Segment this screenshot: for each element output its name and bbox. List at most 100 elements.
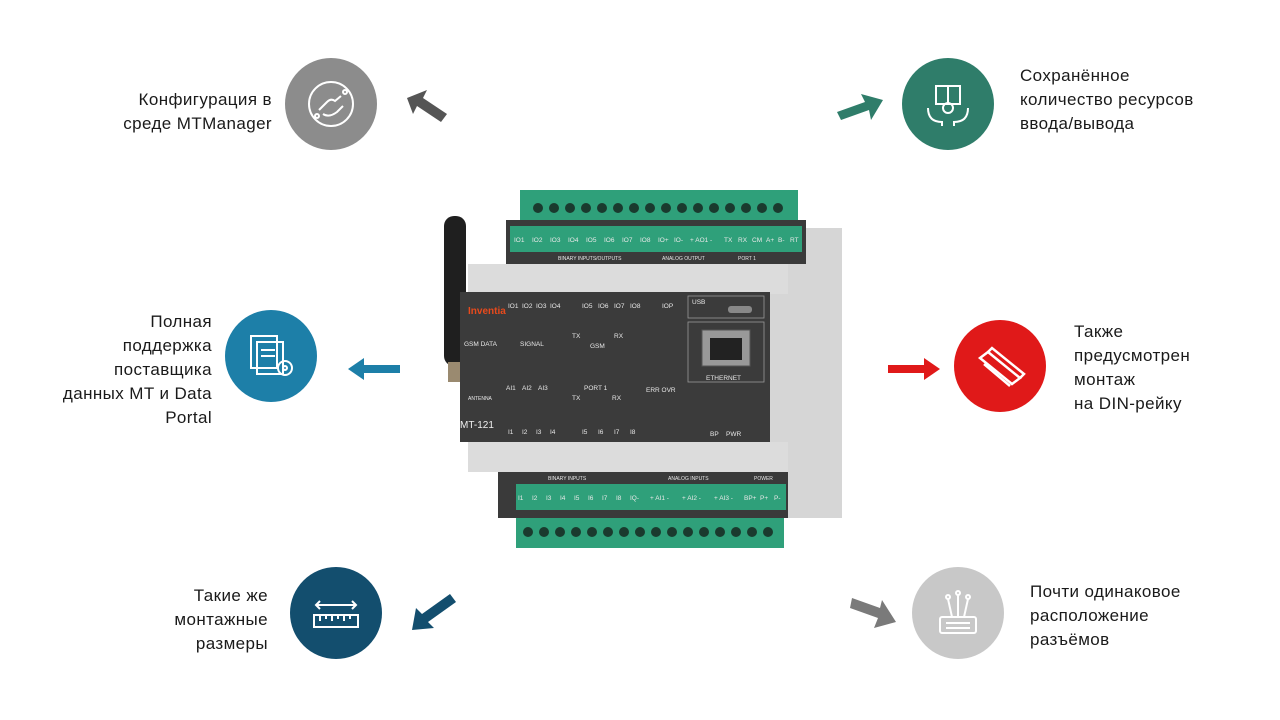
svg-text:I8: I8: [630, 429, 636, 436]
ruler-icon: [290, 567, 382, 659]
arrow-support: [348, 358, 400, 380]
device-cover-top: [468, 264, 788, 294]
arrow-din: [888, 358, 940, 380]
bottom-terminal-labels: [516, 484, 786, 510]
svg-text:I2: I2: [532, 495, 538, 502]
svg-text:I5: I5: [582, 429, 588, 436]
brand-logo: Inventia: [468, 306, 506, 317]
device-model: MT-121: [460, 420, 494, 431]
hand-gear-icon: [285, 58, 377, 150]
svg-text:+ AI3 -: + AI3 -: [714, 495, 733, 502]
top-label-row: IO1: [514, 237, 525, 244]
svg-text:I6: I6: [588, 495, 594, 502]
feature-config-label: Конфигурация в среде MTManager: [123, 90, 272, 133]
svg-text:RX: RX: [612, 395, 622, 402]
svg-text:I4: I4: [560, 495, 566, 502]
device-front-panel: [460, 292, 770, 442]
arrow-io: [837, 94, 883, 120]
usb-port-frame: [687, 295, 765, 319]
svg-text:I5: I5: [574, 495, 580, 502]
svg-text:I1: I1: [518, 495, 524, 502]
feature-size-label: Такие же монтажные размеры: [174, 586, 268, 653]
svg-text:ANTENNA: ANTENNA: [468, 396, 493, 402]
svg-text:BP: BP: [710, 431, 719, 438]
svg-text:IO3: IO3: [550, 237, 561, 244]
svg-text:I3: I3: [536, 429, 542, 436]
svg-text:I7: I7: [602, 495, 608, 502]
svg-text:ERR OVR: ERR OVR: [646, 387, 676, 394]
svg-text:IO8: IO8: [630, 303, 641, 310]
svg-text:I3: I3: [546, 495, 552, 502]
svg-text:I8: I8: [616, 495, 622, 502]
svg-text:IO-: IO-: [674, 237, 683, 244]
arrow-size: [412, 594, 456, 630]
svg-text:IOP: IOP: [662, 303, 673, 310]
svg-text:SIGNAL: SIGNAL: [520, 341, 544, 348]
svg-text:I4: I4: [550, 429, 556, 436]
feature-din-label: Также предусмотрен монтаж на DIN-рейку: [1074, 322, 1191, 413]
svg-text:IQ-: IQ-: [630, 495, 639, 502]
feature-support-label: Полная поддержка поставщика данных MT и …: [62, 312, 212, 427]
svg-text:IO+: IO+: [658, 237, 669, 244]
din-rail-icon: [954, 320, 1046, 412]
svg-text:BINARY INPUTS/OUTPUTS: BINARY INPUTS/OUTPUTS: [558, 256, 622, 262]
svg-text:P-: P-: [774, 495, 781, 502]
svg-text:A+: A+: [766, 237, 774, 244]
svg-text:B-: B-: [778, 237, 785, 244]
documents-gear-icon: [225, 310, 317, 402]
svg-text:ETHERNET: ETHERNET: [706, 375, 741, 382]
svg-text:IO8: IO8: [640, 237, 651, 244]
svg-text:AI2: AI2: [522, 385, 532, 392]
svg-text:IO7: IO7: [614, 303, 625, 310]
feature-io-label: Сохранённое количество ресурсов ввода/вы…: [1020, 66, 1194, 133]
svg-text:IO7: IO7: [622, 237, 633, 244]
svg-text:BINARY INPUTS: BINARY INPUTS: [548, 476, 587, 482]
top-terminal-block: [520, 190, 798, 220]
usb-port: [728, 306, 752, 313]
svg-text:IO4: IO4: [568, 237, 579, 244]
svg-text:I1: I1: [508, 429, 514, 436]
svg-text:CM: CM: [752, 237, 762, 244]
svg-text:PWR: PWR: [726, 431, 741, 438]
svg-text:GSM: GSM: [590, 343, 605, 350]
svg-text:IO4: IO4: [550, 303, 561, 310]
keyboard-circuit-icon: [912, 567, 1004, 659]
svg-text:IO2: IO2: [522, 303, 533, 310]
top-terminal-labels: [510, 226, 802, 252]
svg-text:USB: USB: [692, 299, 705, 306]
svg-text:TX: TX: [724, 237, 733, 244]
svg-text:+ AI2 -: + AI2 -: [682, 495, 701, 502]
device-cover-bottom: [468, 442, 788, 472]
svg-text:RT: RT: [790, 237, 799, 244]
arrow-config: [407, 90, 447, 122]
svg-text:I2: I2: [522, 429, 528, 436]
svg-text:IO5: IO5: [582, 303, 593, 310]
svg-text:+ AO1 -: + AO1 -: [690, 237, 712, 244]
svg-text:+ AI1 -: + AI1 -: [650, 495, 669, 502]
svg-text:BP+: BP+: [744, 495, 757, 502]
svg-text:P+: P+: [760, 495, 768, 502]
svg-text:GSM DATA: GSM DATA: [464, 341, 498, 348]
svg-text:IO6: IO6: [598, 303, 609, 310]
svg-text:RX: RX: [738, 237, 748, 244]
svg-text:AI3: AI3: [538, 385, 548, 392]
mt121-device: IO1 IO2 IO3 IO4 IO5 IO6 IO7 IO8 IO+ IO- …: [444, 190, 842, 548]
svg-text:IO6: IO6: [604, 237, 615, 244]
svg-text:I7: I7: [614, 429, 620, 436]
svg-text:TX: TX: [572, 333, 581, 340]
svg-text:ANALOG OUTPUT: ANALOG OUTPUT: [662, 256, 705, 262]
svg-text:POWER: POWER: [754, 476, 773, 482]
svg-text:RX: RX: [614, 333, 624, 340]
svg-text:IO1: IO1: [508, 303, 519, 310]
svg-text:PORT 1: PORT 1: [584, 385, 608, 392]
svg-text:AI1: AI1: [506, 385, 516, 392]
svg-text:ANALOG INPUTS: ANALOG INPUTS: [668, 476, 709, 482]
svg-text:IO2: IO2: [532, 237, 543, 244]
svg-text:TX: TX: [572, 395, 581, 402]
book-gear-hands-icon: [902, 58, 994, 150]
svg-text:IO3: IO3: [536, 303, 547, 310]
svg-text:I6: I6: [598, 429, 604, 436]
svg-text:IO5: IO5: [586, 237, 597, 244]
svg-text:PORT 1: PORT 1: [738, 256, 756, 262]
feature-layout-label: Почти одинаковое расположение разъёмов: [1030, 582, 1181, 649]
